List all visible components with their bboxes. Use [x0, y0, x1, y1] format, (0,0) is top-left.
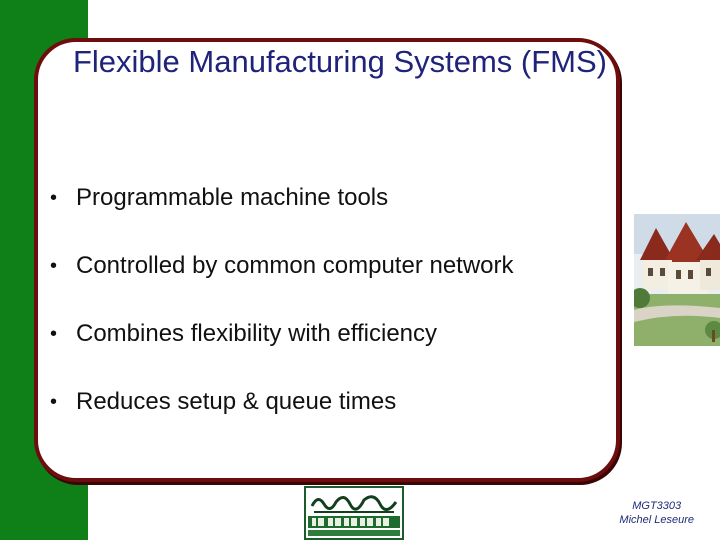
footer-credit: MGT3303 Michel Leseure [619, 499, 694, 527]
author-name: Michel Leseure [619, 514, 694, 526]
bullet-item: • Reduces setup & queue times [50, 368, 514, 436]
university-logo [304, 486, 404, 540]
bullet-text: Reduces setup & queue times [76, 388, 397, 415]
bullet-item: • Programmable machine tools [50, 164, 514, 232]
bullet-dot-icon: • [50, 186, 58, 209]
bullet-list: • Programmable machine tools • Controlle… [50, 164, 514, 436]
bullet-item: • Controlled by common computer network [50, 232, 514, 300]
campus-building-photo [634, 214, 720, 346]
campus-photo-graphic [634, 214, 720, 346]
bullet-item: • Combines flexibility with efficiency [50, 300, 514, 368]
bullet-text: Programmable machine tools [76, 184, 389, 211]
content-frame [34, 38, 620, 482]
course-code: MGT3303 [632, 500, 682, 512]
logo-graphic [304, 486, 404, 540]
bullet-text: Combines flexibility with efficiency [76, 320, 438, 347]
slide-title: Flexible Manufacturing Systems (FMS) [72, 44, 608, 79]
bullet-dot-icon: • [50, 390, 58, 413]
bullet-text: Controlled by common computer network [76, 252, 514, 279]
bullet-dot-icon: • [50, 254, 58, 277]
bullet-dot-icon: • [50, 322, 58, 345]
